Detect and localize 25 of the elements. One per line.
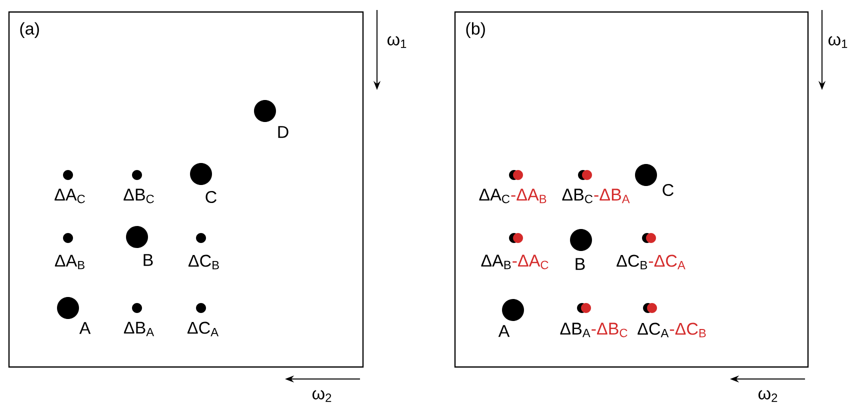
axis-label: ω$_{2}$ — [758, 390, 778, 402]
peak-label: ΔC$_{A}$-ΔC$_{B}$ — [638, 322, 706, 338]
panel-label: (a) — [20, 22, 39, 38]
peak-label: C — [206, 190, 216, 204]
peak-label: A — [498, 325, 510, 337]
peak-label: A — [79, 322, 91, 334]
peak-label: ΔA$_{B}$ — [54, 254, 84, 270]
peak-label: ΔB$_{C}$ — [124, 188, 154, 204]
peak-label: ΔC$_{B}$-ΔC$_{A}$ — [616, 254, 686, 270]
peak-label: ΔB$_{C}$-ΔB$_{A}$ — [562, 188, 630, 204]
peak-label: ΔA$_{C}$-ΔA$_{B}$ — [479, 188, 546, 204]
axis-label: ω$_{1}$ — [828, 36, 848, 48]
peak-label: D — [278, 126, 288, 138]
axis-label: ω$_{1}$ — [388, 36, 406, 48]
peak-label: ΔB$_{A}$ — [124, 322, 154, 336]
peak-label: ΔA$_{B}$-ΔA$_{C}$ — [481, 254, 548, 270]
peak-label: ΔB$_{A}$-ΔB$_{C}$ — [560, 322, 628, 338]
panel-label: (b) — [466, 22, 485, 38]
peak-label: ΔA$_{C}$ — [54, 188, 85, 204]
peak-label: ΔC$_{A}$ — [187, 322, 219, 336]
peak-label: C — [662, 184, 674, 196]
peak-label: B — [576, 258, 585, 270]
peak-label: ΔC$_{B}$ — [188, 254, 219, 270]
axis-label: ω$_{2}$ — [312, 390, 332, 402]
peak-label: B — [144, 254, 153, 266]
